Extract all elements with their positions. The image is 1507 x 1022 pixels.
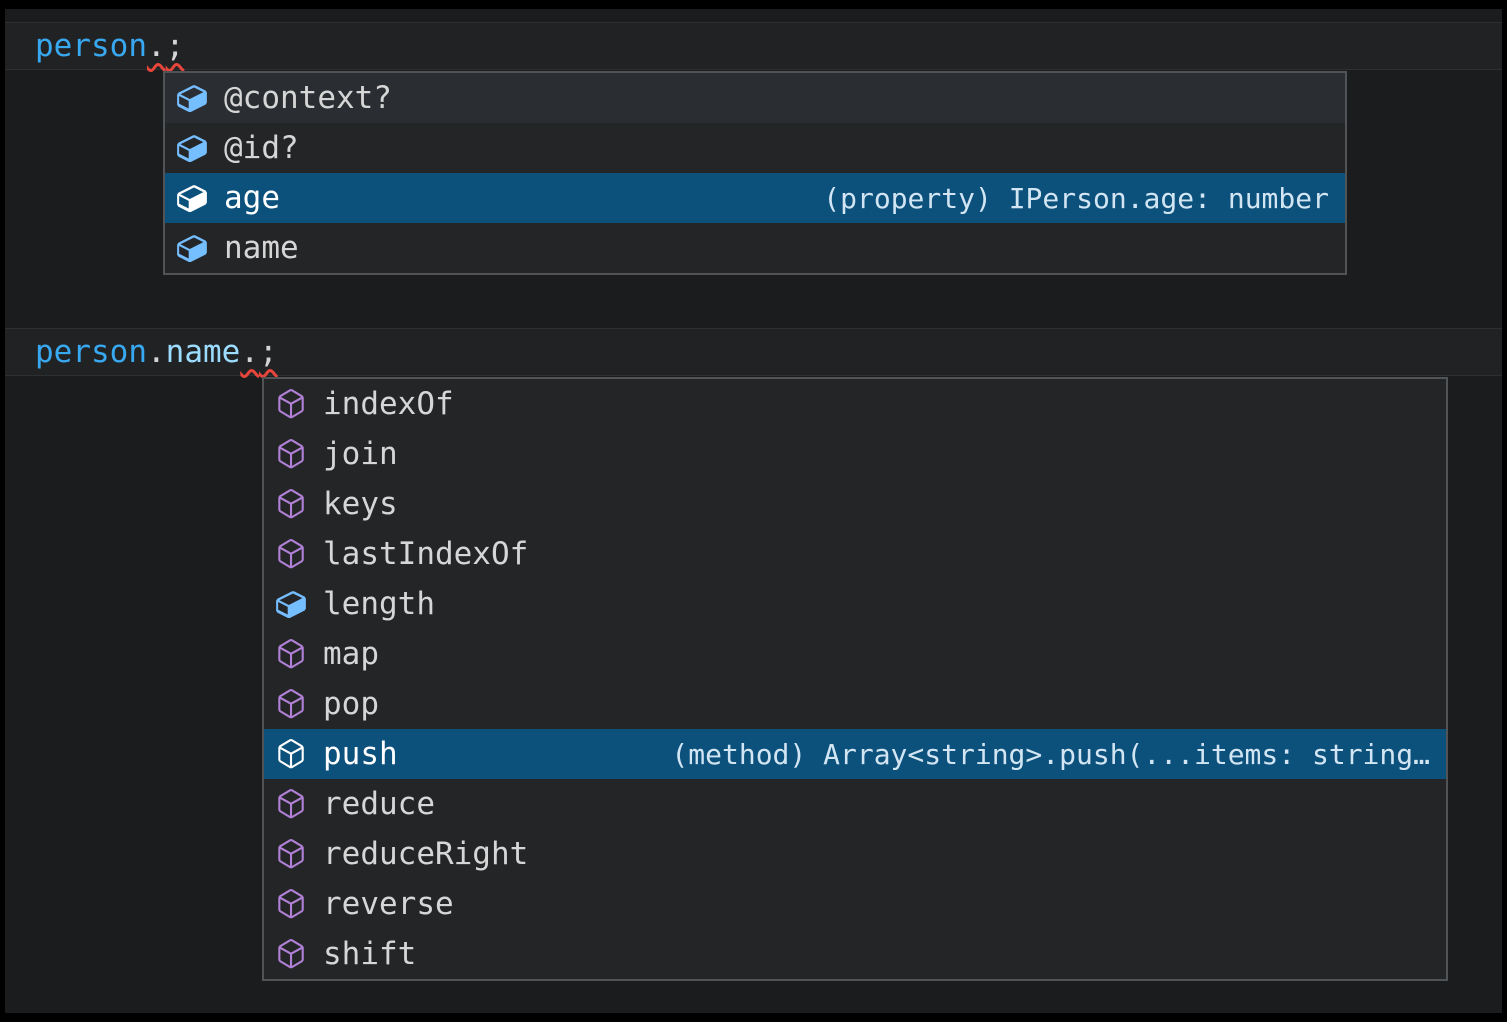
- symbol-method-icon: [278, 839, 304, 869]
- suggestion-detail: (property) IPerson.age: number: [823, 181, 1329, 215]
- suggestion-label: @id?: [224, 130, 299, 166]
- suggestion-item[interactable]: name: [165, 223, 1345, 273]
- suggestion-label: name: [224, 230, 299, 266]
- suggestion-label: reduce: [323, 786, 435, 822]
- suggestion-label: join: [323, 436, 398, 472]
- code-token: name: [165, 334, 241, 370]
- symbol-method-icon: [278, 439, 304, 469]
- suggestion-label: keys: [323, 486, 398, 522]
- symbol-method-icon: [278, 739, 304, 769]
- suggestion-label: shift: [323, 936, 417, 972]
- code-token-error: ;: [165, 28, 185, 64]
- suggestion-item[interactable]: reduce: [264, 779, 1446, 829]
- suggestion-item[interactable]: map: [264, 629, 1446, 679]
- symbol-method-icon: [278, 689, 304, 719]
- symbol-method-icon: [278, 889, 304, 919]
- suggestion-item[interactable]: length: [264, 579, 1446, 629]
- code-token-error: .: [240, 334, 259, 370]
- symbol-field-icon: [177, 85, 207, 112]
- suggestion-label: lastIndexOf: [323, 536, 529, 572]
- suggestion-item[interactable]: push (method) Array<string>.push(...items…: [264, 729, 1446, 779]
- suggestion-label: reverse: [323, 886, 454, 922]
- symbol-method-icon: [278, 489, 304, 519]
- code-token: person: [35, 334, 147, 370]
- suggestion-label: indexOf: [323, 386, 454, 422]
- suggestion-item[interactable]: join: [264, 429, 1446, 479]
- symbol-method-icon: [278, 789, 304, 819]
- suggestion-item[interactable]: age (property) IPerson.age: number: [165, 173, 1345, 223]
- suggestion-item[interactable]: shift: [264, 929, 1446, 979]
- suggestion-item[interactable]: reverse: [264, 879, 1446, 929]
- symbol-method-icon: [278, 539, 304, 569]
- symbol-field-icon: [177, 185, 207, 212]
- suggestion-list-person: @context? @id? age (property) IPerson.age: …: [163, 71, 1347, 275]
- suggestion-item[interactable]: lastIndexOf: [264, 529, 1446, 579]
- suggestion-item[interactable]: @context?: [165, 73, 1345, 123]
- suggestion-detail: (method) Array<string>.push(...items: st…: [671, 737, 1430, 771]
- symbol-method-icon: [278, 639, 304, 669]
- symbol-method-icon: [278, 939, 304, 969]
- code-line-person[interactable]: person.;: [5, 22, 1502, 70]
- symbol-field-icon: [177, 135, 207, 162]
- suggestion-label: length: [323, 586, 435, 622]
- suggestion-label: reduceRight: [323, 836, 529, 872]
- suggestion-label: push: [323, 736, 398, 772]
- code-token: .: [146, 334, 166, 370]
- symbol-field-icon: [276, 591, 306, 618]
- suggestion-label: map: [323, 636, 379, 672]
- suggestion-item[interactable]: pop: [264, 679, 1446, 729]
- code-line-person-name[interactable]: person.name.;: [5, 328, 1502, 376]
- suggestion-item[interactable]: reduceRight: [264, 829, 1446, 879]
- suggestion-item[interactable]: keys: [264, 479, 1446, 529]
- suggestion-label: @context?: [224, 80, 392, 116]
- suggestion-list-person-name: indexOf join keys lastIndexOf length map pop pu…: [262, 377, 1448, 981]
- code-token-error: ;: [258, 334, 278, 370]
- code-token: person: [35, 28, 147, 64]
- code-token-error: .: [146, 28, 166, 64]
- suggestion-item[interactable]: indexOf: [264, 379, 1446, 429]
- suggestion-item[interactable]: @id?: [165, 123, 1345, 173]
- symbol-method-icon: [278, 389, 304, 419]
- suggestion-label: pop: [323, 686, 379, 722]
- suggestion-label: age: [224, 180, 280, 216]
- symbol-field-icon: [177, 235, 207, 262]
